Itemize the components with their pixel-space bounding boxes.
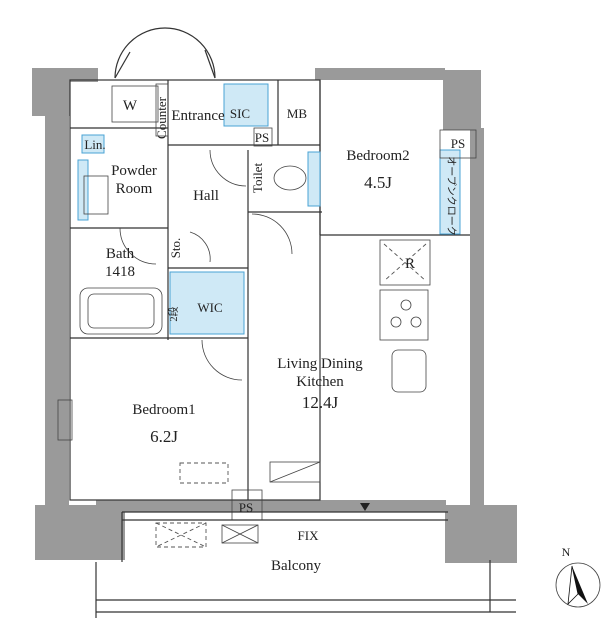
interior-doors <box>119 149 293 381</box>
north-wall-e <box>315 68 445 80</box>
label-step: 2段 <box>167 307 180 322</box>
toilet-bowl <box>273 165 307 191</box>
entry-door <box>114 27 216 79</box>
label-balcony: Balcony <box>271 558 321 574</box>
room-labels: W Counter Entrance SIC MB PS Lin. Powder… <box>84 96 465 574</box>
label-toilet: Toilet <box>250 163 265 194</box>
fridge-space <box>379 239 431 286</box>
label-bath: Bath <box>106 246 135 262</box>
sic-storage <box>223 83 269 127</box>
label-entrance: Entrance <box>171 108 225 124</box>
label-storage: Sto. <box>168 238 183 259</box>
east-wall <box>470 128 484 508</box>
ldk-ac <box>269 461 321 483</box>
label-open-closet: オープンクローク <box>445 156 457 235</box>
fixtures <box>79 83 477 548</box>
label-ps-bedroom2: PS <box>451 136 465 151</box>
compass-circle <box>555 562 601 608</box>
label-mb: MB <box>287 106 308 121</box>
column-nw <box>32 68 70 116</box>
storage-areas <box>77 83 461 335</box>
column-ne <box>443 70 481 130</box>
label-fix: FIX <box>298 528 320 543</box>
ps-box-entrance <box>253 127 273 147</box>
label-bedroom2-size: 4.5J <box>364 173 392 192</box>
label-bedroom1-size: 6.2J <box>150 427 178 446</box>
label-ps-entrance: PS <box>255 130 269 145</box>
label-ldk-1: Living Dining <box>277 356 363 372</box>
ps-box-bedroom2 <box>439 129 477 159</box>
label-ps-balcony: PS <box>239 500 253 515</box>
label-bath-size: 1418 <box>105 264 135 280</box>
label-powder-1: Powder <box>111 163 157 179</box>
stove <box>379 289 429 341</box>
linen-shelf <box>81 134 105 154</box>
washer-pan <box>111 85 159 123</box>
west-window <box>57 399 73 441</box>
column-sw <box>35 505 125 560</box>
balcony-area <box>57 399 516 618</box>
label-north: N <box>562 545 571 559</box>
label-washer: W <box>123 98 138 114</box>
label-ldk-size: 12.4J <box>302 393 339 412</box>
toilet-shelf <box>307 151 321 207</box>
structural-walls <box>32 68 517 563</box>
label-bedroom2: Bedroom2 <box>346 148 409 164</box>
kitchen-sink <box>391 349 427 393</box>
powder-basin <box>83 175 109 215</box>
label-bedroom1: Bedroom1 <box>132 402 195 418</box>
label-sic: SIC <box>230 106 250 121</box>
bathtub <box>79 287 163 335</box>
label-wic: WIC <box>197 300 222 315</box>
label-counter: Counter <box>154 96 169 139</box>
label-hall: Hall <box>193 188 219 204</box>
label-refrigerator: R <box>405 256 415 272</box>
north-arrow: N <box>555 545 601 608</box>
entry-arrow <box>360 503 370 511</box>
open-closet <box>439 149 461 235</box>
powder-shelf <box>77 159 89 221</box>
column-se <box>445 505 517 563</box>
compass-needle-icon <box>572 566 588 604</box>
south-wall <box>96 500 446 512</box>
west-wall <box>45 115 69 507</box>
label-linen: Lin. <box>84 137 105 152</box>
north-wall-w <box>68 68 98 82</box>
label-powder-2: Room <box>116 181 153 197</box>
bed1-ac <box>179 462 229 484</box>
label-ldk-2: Kitchen <box>296 374 344 390</box>
counter <box>155 83 169 137</box>
outdoor-unit <box>155 522 207 548</box>
wic-storage <box>169 271 245 335</box>
